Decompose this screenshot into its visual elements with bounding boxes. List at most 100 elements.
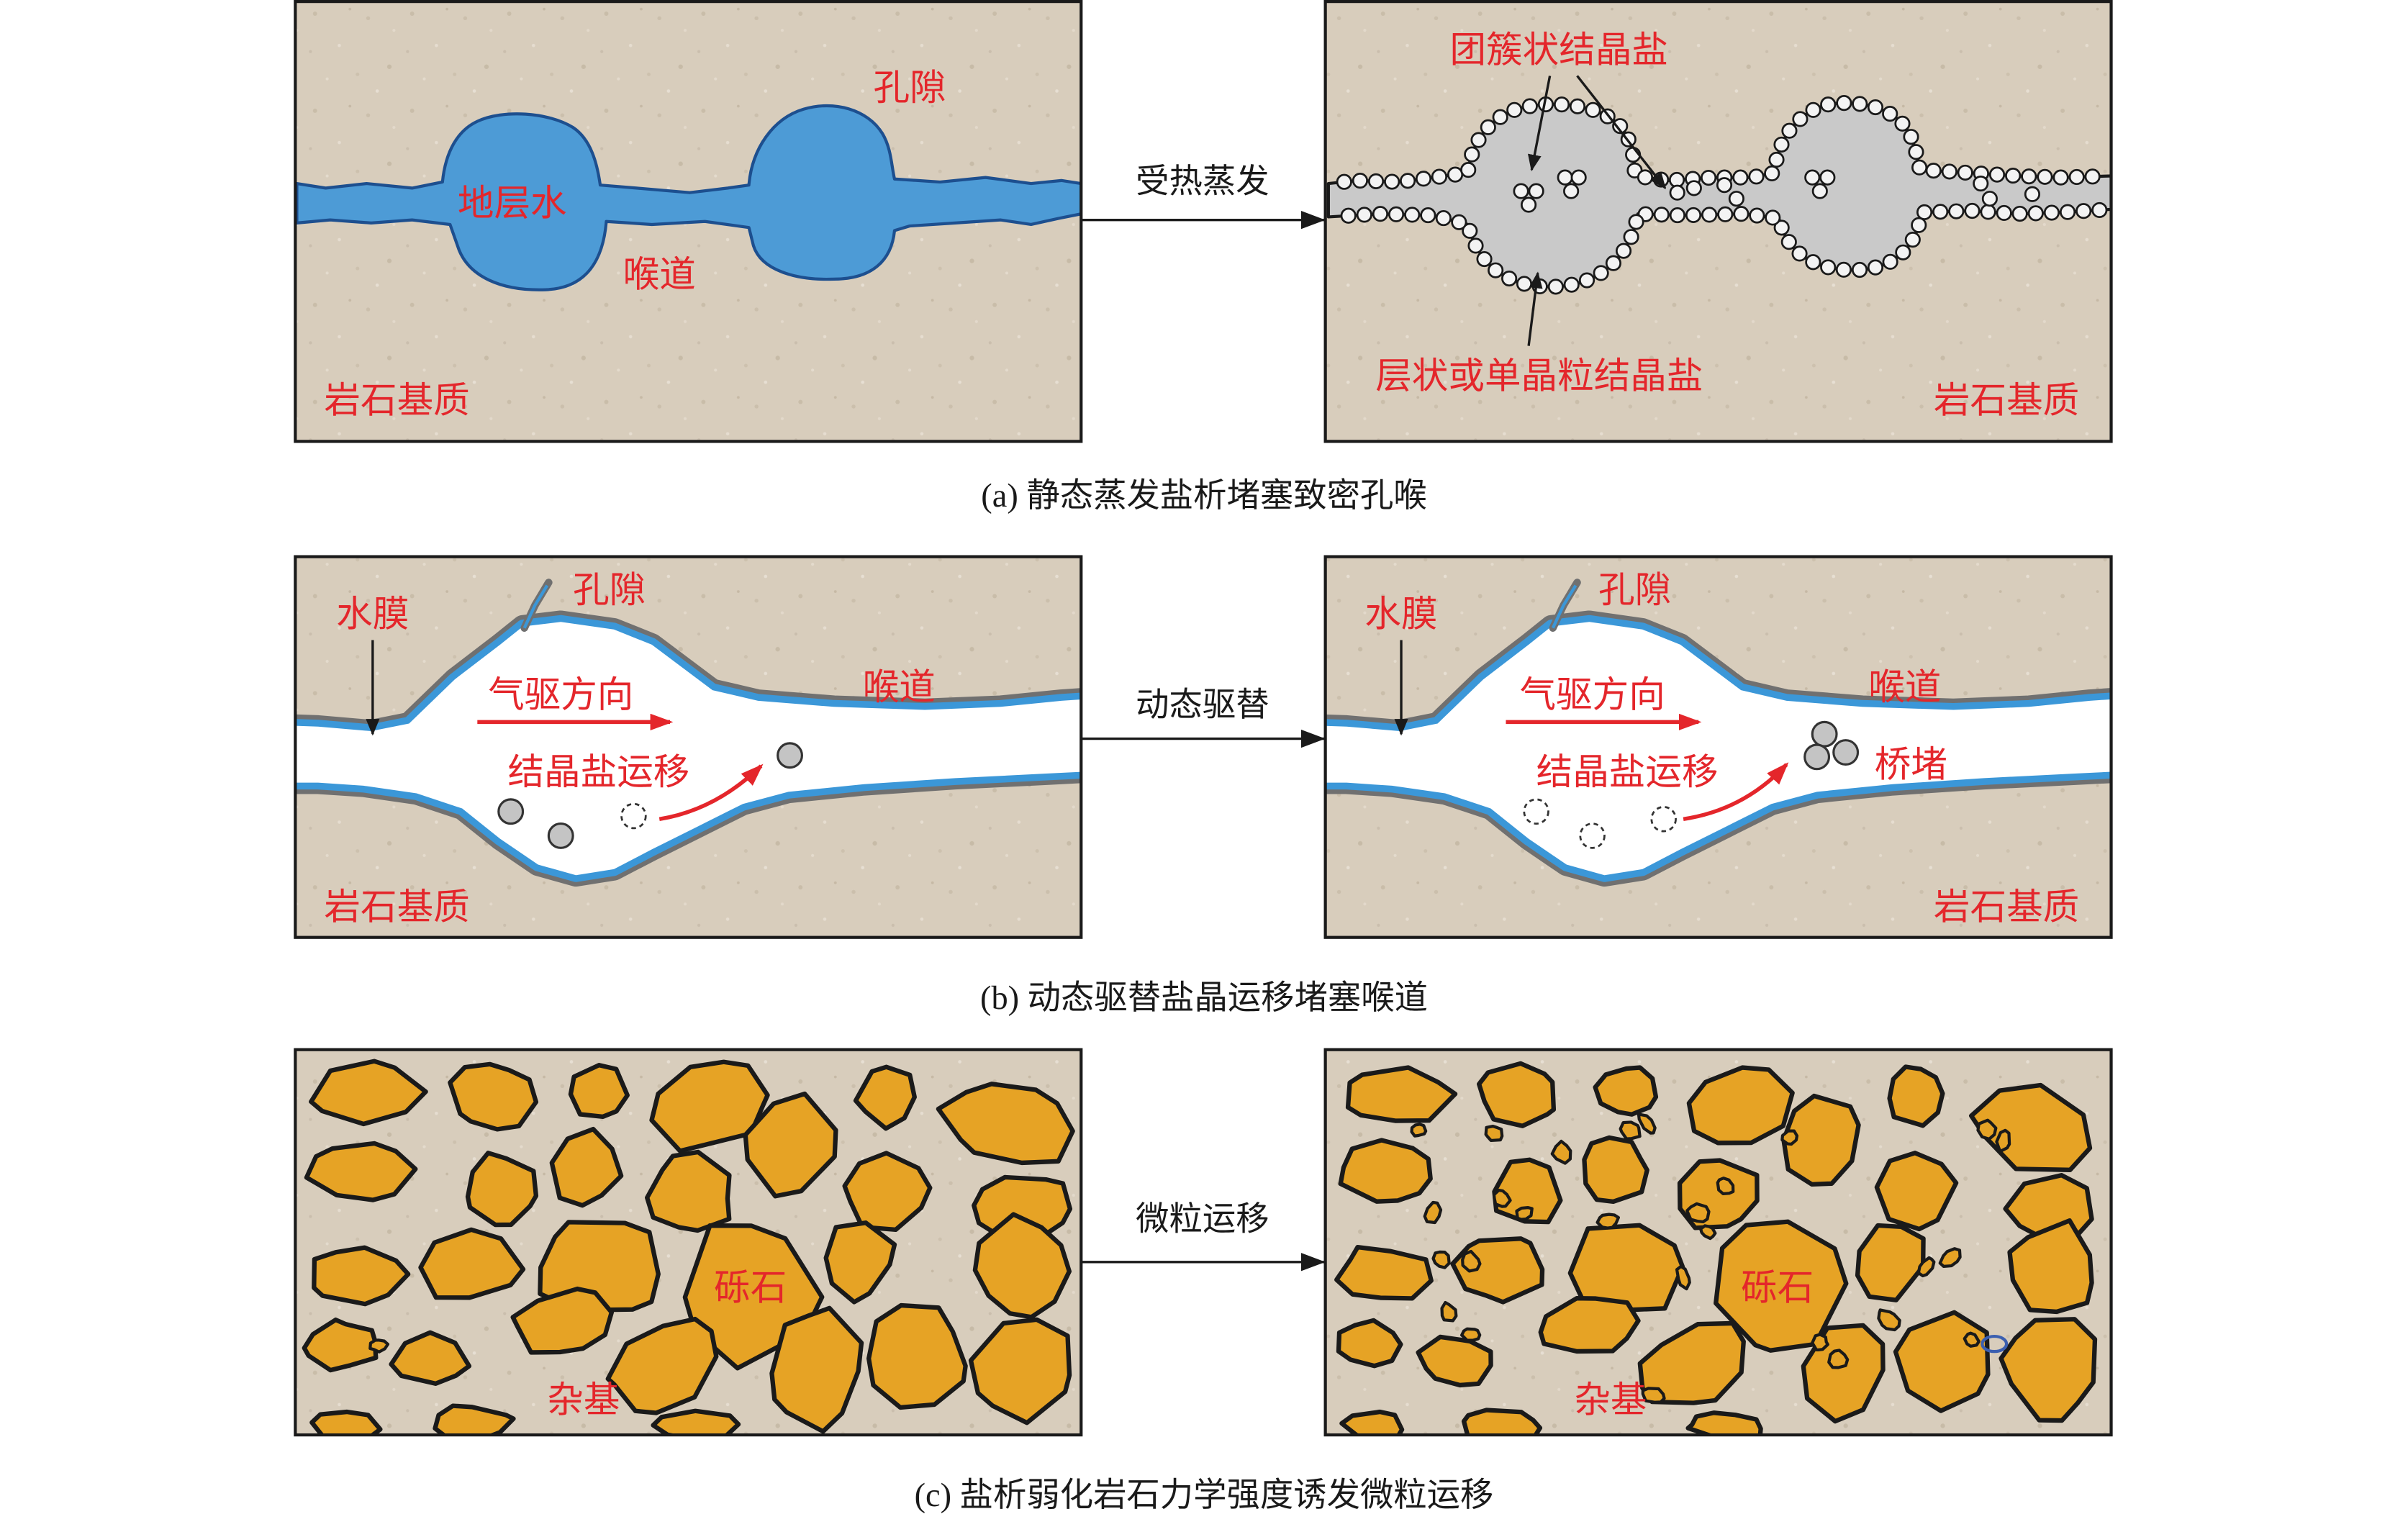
- salt-crystal: [1340, 207, 1357, 224]
- panel-frame: [294, 555, 1083, 939]
- salt-crystal-cluster: [1804, 169, 1821, 186]
- gravel-fragment: [1492, 1188, 1512, 1208]
- salt-crystal-cluster: [2024, 186, 2040, 202]
- gravel: [448, 1061, 539, 1132]
- gravel: [1336, 1318, 1403, 1369]
- salt-crystal: [1685, 207, 1702, 223]
- gravel-assemblage: [302, 1059, 1075, 1436]
- salt-crystal: [1447, 166, 1464, 183]
- salt-crystal: [1964, 202, 1981, 219]
- salt-crystal: [2091, 201, 2108, 219]
- gravel: [1874, 1151, 1959, 1232]
- panel-frame: [294, 1048, 1083, 1437]
- transition-arrow-b: 动态驱替: [1081, 685, 1326, 748]
- panel-b-right: 水膜 孔隙 喉道 气驱方向 结晶盐运移 桥堵 岩石基质: [1323, 555, 2113, 939]
- panel-frame: [1323, 0, 2113, 443]
- gas-channel: [1325, 579, 2111, 875]
- salt-crystal: [1637, 169, 1654, 186]
- gravel: [972, 1174, 1073, 1241]
- salt-crystal: [1867, 259, 1884, 276]
- salt-crystal: [1733, 206, 1750, 222]
- gravel: [1339, 1409, 1405, 1436]
- salt-crystal: [1925, 163, 1942, 179]
- salt-crystal: [1384, 173, 1400, 190]
- salt-crystal: [1932, 204, 1949, 220]
- pore-label: 孔隙: [1598, 568, 1671, 611]
- gravel-fragment: [1641, 1387, 1666, 1404]
- salt-crystal: [1805, 254, 1821, 271]
- salt-crystal: [1585, 101, 1601, 118]
- gravel-label: 砾石: [1741, 1266, 1814, 1308]
- gravel: [2007, 1218, 2094, 1315]
- gravel: [568, 1063, 630, 1120]
- salt-crystal: [1701, 207, 1718, 223]
- salt-crystal: [1765, 209, 1781, 226]
- salt-crystal: [1476, 250, 1493, 268]
- salt-crystal: [2005, 168, 2022, 184]
- panel-c-left: 砾石 杂基: [294, 1048, 1083, 1437]
- salt-crystal: [1773, 219, 1790, 236]
- salt-crystal: [1506, 101, 1523, 118]
- gas-drive-label: 气驱方向: [488, 673, 633, 715]
- salt-crystal: [1773, 136, 1790, 153]
- salt-crystal: [1356, 207, 1372, 223]
- salt-crystal: [1911, 159, 1928, 176]
- salt-crystal-cluster: [1981, 191, 1998, 207]
- rock-matrix-label: 岩石基质: [324, 379, 469, 421]
- salt-crystal: [1569, 98, 1586, 114]
- salt-crystal: [1372, 206, 1389, 222]
- gravel: [309, 1059, 428, 1127]
- salt-crystal: [1916, 204, 1933, 220]
- salt-crystal: [1563, 276, 1580, 293]
- salt-crystal-cluster: [1685, 180, 1702, 196]
- salt-crystal-cluster: [1716, 177, 1733, 194]
- salt-migration-arrow: [1683, 762, 1789, 821]
- salt-crystal: [1882, 253, 1898, 270]
- throat-label: 喉道: [1868, 666, 1941, 708]
- salt-crystal: [1467, 237, 1484, 254]
- rock-matrix-label: 岩石基质: [1934, 885, 2079, 928]
- salt-crystal-cluster: [1528, 183, 1544, 199]
- gravel-fragment: [1685, 1202, 1711, 1224]
- gravel: [1492, 1157, 1563, 1225]
- gravel: [651, 1408, 741, 1436]
- rock-matrix-label: 岩石基质: [1934, 379, 2079, 421]
- salt-crystal: [1882, 106, 1898, 122]
- pore-label: 孔隙: [573, 568, 646, 611]
- gravel: [389, 1330, 472, 1387]
- layer-salt-pointer: [1527, 271, 1543, 346]
- caption-b: (b) 动态驱替盐晶运移堵塞喉道: [980, 980, 1428, 1017]
- gravel-fragment: [1410, 1123, 1428, 1138]
- salt-crystal: [1957, 164, 1973, 181]
- gravel-fragment: [1440, 1300, 1458, 1323]
- gravel: [968, 1317, 1072, 1426]
- salt-crystal: [1852, 96, 1868, 112]
- salt-crystal: [1768, 151, 1785, 168]
- bridge-plug-label: 桥堵: [1875, 743, 1947, 785]
- gravel: [1686, 1065, 1795, 1146]
- salt-crystal: [1470, 132, 1487, 148]
- salt-crystal: [1895, 244, 1911, 260]
- salt-crystal: [1460, 162, 1477, 178]
- gravel: [823, 1220, 897, 1305]
- transition-label: 受热蒸发: [1136, 162, 1269, 201]
- water-film-label: 水膜: [1364, 593, 1437, 635]
- gravel: [743, 1091, 838, 1199]
- salt-crystal: [1628, 214, 1644, 230]
- gravel: [465, 1151, 539, 1228]
- gravel: [304, 1141, 418, 1202]
- salt-crystal: [2076, 203, 2092, 219]
- salt-crystal: [1980, 204, 1996, 220]
- caption-c: (c) 盐析弱化岩石力学强度诱发微粒运移: [915, 1477, 1494, 1514]
- gas-drive-label: 气驱方向: [1519, 673, 1665, 715]
- cluster-salt-pointer: [1528, 76, 1552, 172]
- salt-crystal: [1593, 265, 1609, 281]
- transition-arrow-c: 微粒运移: [1081, 1200, 1326, 1272]
- salt-crystal: [1435, 210, 1452, 227]
- salt-crystal: [1764, 165, 1780, 182]
- salt-crystal: [1553, 96, 1570, 113]
- salt-crystal: [2027, 205, 2044, 222]
- gravel-fragment: [1431, 1250, 1451, 1269]
- gravel-assemblage: [1334, 1061, 2098, 1436]
